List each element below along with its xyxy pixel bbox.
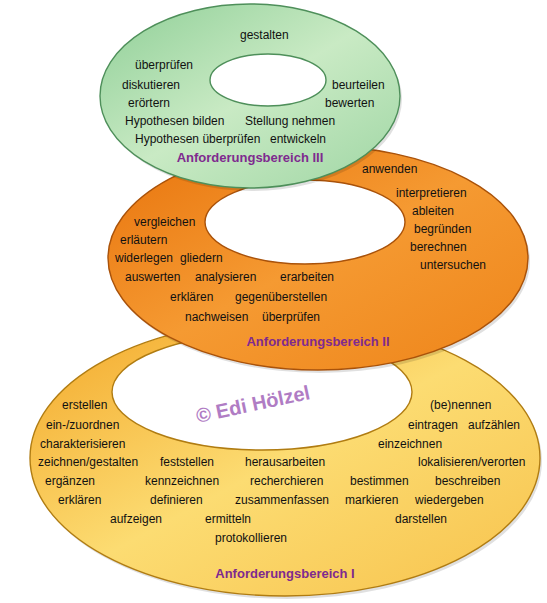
watermark: © Edi Hölzel [194,380,312,428]
band-heading: Anforderungsbereich I [215,566,354,582]
verb-label: aufzeigen [110,512,162,526]
verb-label: berechnen [410,240,467,254]
verb-label: überprüfen [135,58,193,72]
verb-label: gestalten [240,28,289,42]
verb-label: kennzeichnen [145,474,219,488]
band-heading: Anforderungsbereich III [177,150,324,166]
verb-label: erläutern [120,233,167,247]
verb-label: begründen [414,222,471,236]
verb-label: erörtern [128,96,170,110]
verb-label: erstellen [62,398,107,412]
verb-label: bestimmen [350,474,409,488]
verb-label: feststellen [160,455,214,469]
verb-label: widerlegen [115,251,173,265]
verb-label: vergleichen [134,215,195,229]
verb-label: beschreiben [435,474,500,488]
spiral-band: gestalten überprüfen diskutieren beurteilen… [94,0,406,194]
verb-label: anwenden [362,162,417,176]
verb-label: lokalisieren/verorten [418,455,525,469]
verb-label: ermitteln [205,512,251,526]
verb-label: bewerten [325,96,374,110]
verb-label: einzeichnen [378,437,442,451]
band-ring [30,320,540,596]
verb-label: entwickeln [270,132,326,146]
verb-label: definieren [150,493,203,507]
verb-label: interpretieren [396,186,467,200]
verb-label: ein-/zuordnen [46,418,119,432]
verb-label: (be)nennen [430,398,491,412]
verb-label: eintragen [408,418,458,432]
verb-label: charakterisieren [40,437,125,451]
verb-label: erklären [170,290,213,304]
verb-label: aufzählen [468,418,520,432]
verb-label: zusammenfassen [235,493,329,507]
verb-label: beurteilen [332,78,385,92]
verb-label: erklären [58,493,101,507]
band-ring [108,146,528,370]
verb-label: untersuchen [420,258,486,272]
verb-label: ableiten [412,204,454,218]
verb-label: auswerten [125,270,180,284]
verb-label: analysieren [195,270,256,284]
verb-label: nachweisen [185,310,248,324]
verb-label: herausarbeiten [245,455,325,469]
verb-label: Stellung nehmen [245,114,335,128]
verb-label: gliedern [180,251,223,265]
verb-label: protokollieren [215,531,287,545]
verb-label: Hypothesen überprüfen [135,132,260,146]
verb-label: markieren [345,493,398,507]
verb-label: Hypothesen bilden [125,114,224,128]
verb-label: recherchieren [250,474,323,488]
verb-label: erarbeiten [280,270,334,284]
verb-label: wiedergeben [415,493,484,507]
verb-label: überprüfen [262,310,320,324]
band-heading: Anforderungsbereich II [246,334,389,350]
verb-label: ergänzen [45,474,95,488]
band-ring [100,4,400,188]
verb-label: zeichnen/gestalten [38,455,138,469]
verb-label: diskutieren [122,78,180,92]
verb-label: darstellen [395,512,447,526]
verb-label: gegenüberstellen [235,290,327,304]
